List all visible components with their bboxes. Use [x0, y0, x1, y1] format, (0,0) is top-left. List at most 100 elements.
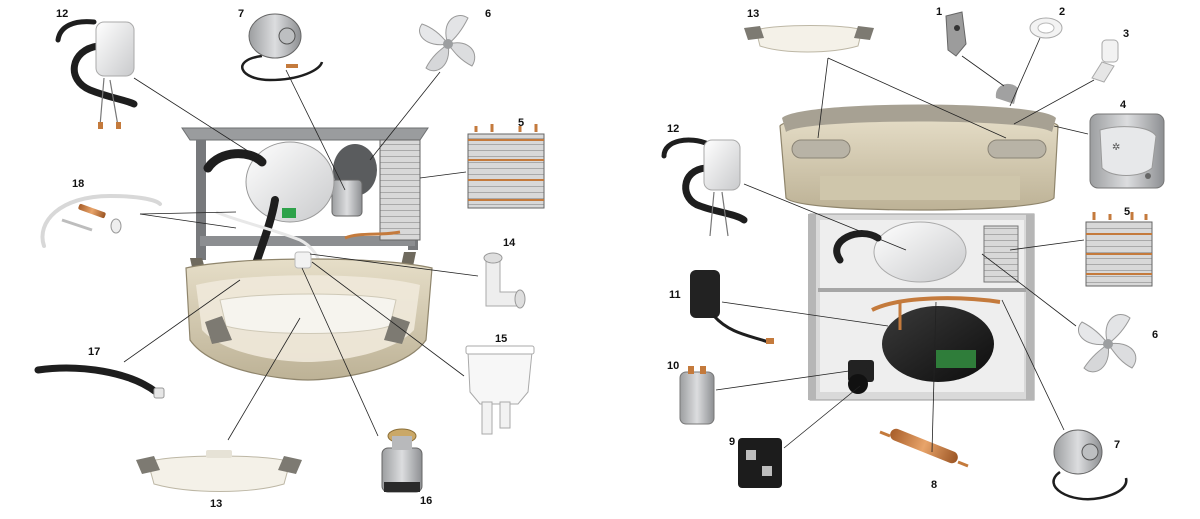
housing-label-area	[820, 176, 1020, 200]
leader-l5	[420, 172, 466, 178]
wire-terminal-2	[116, 122, 121, 129]
tank-hose-upper	[58, 22, 94, 40]
tank-wire	[100, 78, 104, 126]
callout-left-16: 16	[420, 496, 432, 507]
condenser-coil-installed	[380, 140, 420, 240]
tank-hose-upper-right	[664, 140, 708, 156]
plastic-rod	[62, 220, 92, 230]
callout-left-13: 13	[210, 499, 222, 510]
copper-sleeve	[78, 203, 106, 218]
callout-right-12: 12	[667, 124, 679, 135]
part-17-hose	[38, 368, 164, 398]
relay-contact-a	[746, 450, 756, 460]
part-8-filter-drier	[880, 427, 968, 466]
drier-stub-a	[880, 432, 890, 436]
overload-wire	[714, 316, 768, 342]
part-5-condenser-right	[1086, 212, 1152, 286]
filter-drier-icon	[888, 427, 959, 465]
callout-left-18: 18	[72, 179, 84, 190]
callout-left-6: 6	[485, 9, 491, 20]
part-3-elbow-fitting	[1092, 40, 1118, 82]
part-11-overload-protector	[690, 270, 774, 344]
part-2-gasket-ring	[1030, 18, 1062, 38]
cabinet-post-left	[808, 214, 816, 400]
overload-terminal	[766, 338, 774, 344]
part-1-push-button	[946, 12, 966, 56]
coil-copper-stubs	[476, 124, 536, 132]
relay-icon	[738, 438, 782, 488]
part-10-capacitor	[680, 366, 714, 424]
hose-fitting	[154, 388, 164, 398]
drip-tray-icon-right	[756, 26, 862, 53]
elbow-fitting-icon	[1102, 40, 1118, 62]
part-6-fan-blade-left	[420, 16, 475, 71]
right-unit-assembly	[780, 84, 1058, 400]
motor-terminal	[286, 64, 298, 68]
callout-left-14: 14	[503, 238, 515, 249]
part-9-relay	[738, 438, 782, 488]
callout-right-6: 6	[1152, 330, 1158, 341]
callout-right-5: 5	[1124, 207, 1130, 218]
callout-right-8: 8	[931, 480, 937, 491]
sink-drain-icon: ✲	[1112, 142, 1120, 153]
callout-right-11: 11	[669, 290, 681, 301]
callout-right-1: 1	[936, 7, 942, 18]
fan-motor-installed	[332, 180, 362, 216]
capacitor-terminal-a	[688, 366, 694, 374]
cabinet-post-right	[1026, 214, 1034, 400]
leader-r4	[1054, 126, 1088, 134]
push-button-hole	[954, 25, 960, 31]
fan-blade-r-b	[1108, 343, 1136, 368]
float-reservoir-icon	[468, 352, 532, 404]
part-18-tubing-kit	[42, 196, 160, 246]
tubing-kit-icon	[42, 196, 160, 246]
grille-slot-left	[792, 140, 850, 158]
motor-hub-right	[1082, 444, 1098, 460]
callout-left-12: 12	[56, 9, 68, 20]
cold-tank-icon	[96, 22, 134, 76]
fitting-port-side	[515, 290, 525, 308]
drier-stub-b	[958, 462, 968, 466]
fitting-piece	[111, 219, 121, 233]
part-6-fan-blade-right	[1078, 314, 1135, 371]
coil-stubs-right	[1094, 212, 1146, 220]
reservoir-stem-a	[482, 402, 492, 434]
part-5-condenser-left	[468, 124, 544, 208]
tray-ridge	[206, 450, 232, 458]
callout-right-2: 2	[1059, 7, 1065, 18]
part-7-fan-motor-left	[242, 14, 322, 80]
part-4-sink-panel: ✲	[1090, 114, 1164, 188]
fan-blade-r-c	[1084, 344, 1109, 372]
capacitor-icon	[680, 372, 714, 424]
callout-right-9: 9	[729, 437, 735, 448]
compressor-label	[936, 350, 976, 368]
leader-r1	[962, 56, 1004, 86]
callout-left-7: 7	[238, 9, 244, 20]
filter-base-band	[384, 482, 420, 492]
bubbler-installed	[996, 84, 1018, 104]
hose-icon	[38, 368, 156, 392]
part-16-filter-bottle	[382, 429, 422, 492]
callout-left-15: 15	[495, 334, 507, 345]
tank-wire-right	[710, 192, 714, 236]
relay-contact-b	[762, 466, 772, 476]
callout-right-7: 7	[1114, 440, 1120, 451]
inner-tray	[220, 294, 396, 334]
tank-wire-2	[110, 80, 118, 126]
motor-hub	[279, 28, 295, 44]
reservoir-stem-b	[500, 402, 510, 428]
reservoir-lip	[466, 346, 534, 354]
callout-left-5: 5	[518, 118, 524, 129]
sink-basin	[1100, 127, 1156, 176]
callout-right-3: 3	[1123, 29, 1129, 40]
callout-right-10: 10	[667, 361, 679, 372]
tank-fitting-green	[282, 208, 296, 218]
callout-right-4: 4	[1120, 100, 1126, 111]
motor-lead-right	[1054, 472, 1127, 499]
part-14-tube-fitting	[484, 253, 525, 308]
cold-tank-icon-right	[704, 140, 740, 190]
leader-l18b	[140, 214, 236, 228]
part-15-float-reservoir	[466, 346, 534, 434]
